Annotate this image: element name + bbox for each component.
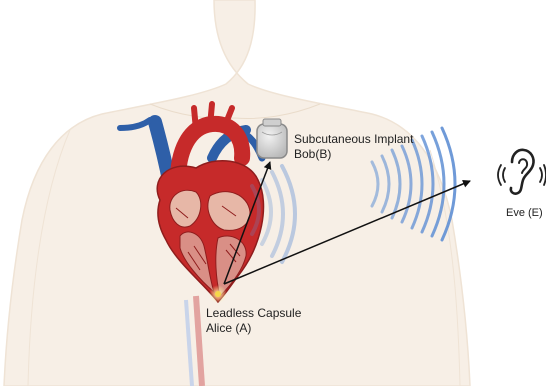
implant-label-line2: Bob(B) (294, 147, 413, 162)
capsule-label: Leadless Capsule Alice (A) (206, 306, 301, 336)
eve-label: Eve (E) (506, 206, 543, 221)
implant-label: Subcutaneous Implant Bob(B) (294, 132, 413, 162)
implant-label-line1: Subcutaneous Implant (294, 132, 413, 147)
implant-device-icon (257, 119, 287, 158)
ear-icon (498, 150, 546, 194)
capsule-label-line1: Leadless Capsule (206, 306, 301, 321)
capsule-label-line2: Alice (A) (206, 321, 301, 336)
capsule-dot-icon (209, 285, 227, 303)
